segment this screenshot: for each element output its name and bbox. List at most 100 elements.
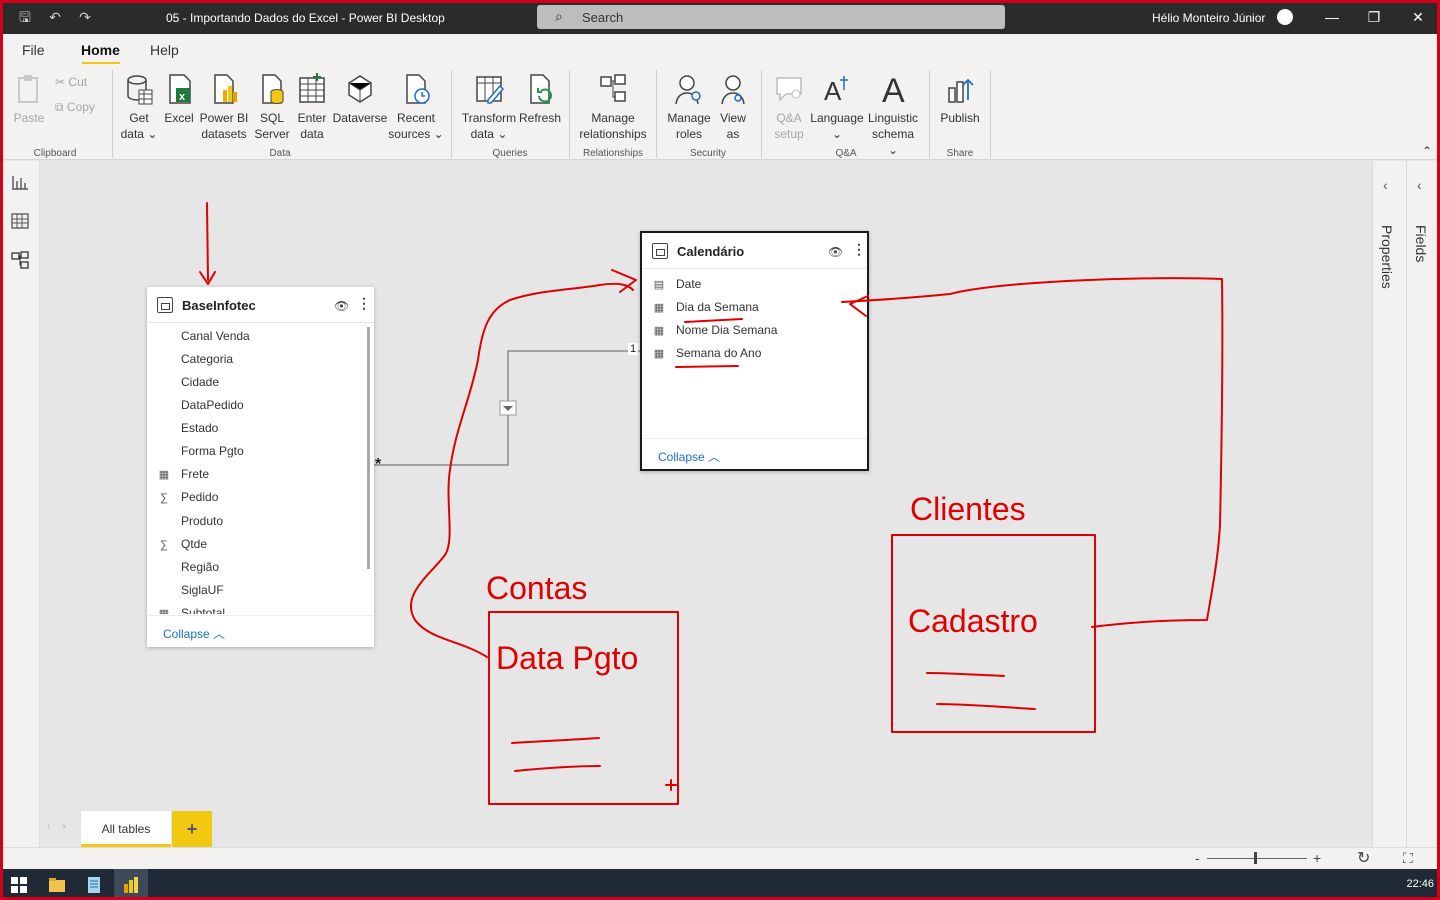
table-card-baseinfotec[interactable]: BaseInfotec 👁 ⋮ Canal Venda Categoria Ci… (147, 287, 374, 647)
group-data: Data (269, 148, 291, 159)
tab-help[interactable]: Help (150, 42, 179, 58)
report-view-icon[interactable] (11, 173, 29, 191)
field-item[interactable]: DataPedido (157, 396, 244, 414)
relationship-many-marker: * (375, 456, 382, 473)
model-canvas[interactable]: * 1 BaseInfotec 👁 ⋮ Canal Venda Categori… (41, 161, 1372, 809)
dataverse-button[interactable]: Dataverse (332, 72, 388, 126)
collapse-ribbon-icon[interactable]: ⌃ (1421, 144, 1432, 158)
field-item[interactable]: Canal Venda (157, 327, 250, 345)
add-layout-button[interactable]: + (172, 811, 212, 847)
cut-button[interactable]: ✂ Cut (55, 75, 87, 89)
properties-label[interactable]: Properties (1379, 225, 1395, 289)
table-header[interactable]: BaseInfotec 👁 ⋮ (147, 287, 374, 323)
field-item[interactable]: Região (157, 558, 219, 576)
collapse-link[interactable]: Collapse ︿ (658, 448, 720, 465)
zoom-slider[interactable] (1207, 858, 1307, 859)
file-explorer-icon[interactable] (48, 876, 66, 894)
field-item[interactable]: Forma Pgto (157, 442, 244, 460)
field-item[interactable]: ▤Date (652, 275, 702, 293)
chevron-up-icon: ︿ (708, 450, 721, 464)
user-name[interactable]: Hélio Monteiro Júnior (1152, 11, 1266, 25)
search-box[interactable]: ⌕ Search (537, 5, 1005, 29)
field-item[interactable]: ▦Frete (157, 465, 209, 483)
visibility-icon[interactable]: 👁 (334, 299, 350, 313)
transform-icon (476, 76, 504, 104)
tab-all-tables[interactable]: All tables (81, 811, 171, 847)
field-item[interactable]: ▦Semana do Ano (652, 344, 762, 362)
scrollbar[interactable] (367, 327, 370, 569)
refresh-button[interactable]: Refresh (518, 72, 562, 126)
field-label: Pedido (181, 490, 219, 504)
dataverse-label: Dataverse (332, 111, 388, 125)
visibility-icon[interactable]: 👁 (828, 245, 844, 259)
manage-rel-label-2: relationships (579, 127, 647, 141)
relationship-one-marker: 1 (628, 343, 639, 355)
windows-start-icon[interactable] (10, 876, 28, 894)
calculated-column-icon: ▦ (653, 325, 665, 337)
excel-button[interactable]: x Excel (162, 72, 196, 126)
separator (761, 70, 762, 158)
properties-pane[interactable]: ‹ Properties (1372, 161, 1406, 847)
field-item[interactable]: Estado (157, 419, 218, 437)
cut-icon: ✂ (55, 75, 66, 89)
field-item[interactable]: Produto (157, 512, 223, 530)
reset-layout-icon[interactable]: ↻ (1357, 850, 1371, 867)
tab-scroll-arrows[interactable]: ‹› (47, 821, 78, 832)
zoom-out-button[interactable]: - (1195, 850, 1200, 866)
more-options-icon[interactable]: ⋮ (357, 295, 371, 311)
copy-icon: ⧉ (55, 100, 64, 114)
field-item[interactable]: ∑Pedido (157, 488, 218, 506)
table-card-calendario[interactable]: Calendário 👁 ⋮ ▤Date ▦Dia da Semana ▦ Nom… (640, 231, 869, 471)
undo-icon[interactable]: ↶ (49, 9, 61, 25)
data-view-icon[interactable] (11, 212, 29, 230)
chevron-left-icon[interactable]: ‹ (1383, 177, 1388, 193)
redo-icon[interactable]: ↷ (79, 9, 91, 25)
chevron-left-icon[interactable]: ‹ (1417, 177, 1422, 193)
minimize-icon[interactable]: — (1325, 9, 1339, 25)
language-button[interactable]: A Language⌄ (810, 72, 864, 142)
more-options-icon[interactable]: ⋮ (852, 241, 866, 257)
collapse-link[interactable]: Collapse ︿ (163, 625, 225, 642)
close-icon[interactable]: ✕ (1412, 9, 1424, 25)
language-icon: A (824, 76, 848, 106)
zoom-in-button[interactable]: + (1313, 850, 1322, 866)
field-item[interactable]: ▦Dia da Semana (652, 298, 759, 316)
fields-pane[interactable]: ‹ Fields (1406, 161, 1440, 847)
fields-label[interactable]: Fields (1413, 225, 1429, 263)
zoom-slider-handle[interactable] (1254, 852, 1257, 864)
table-name: BaseInfotec (182, 298, 256, 313)
model-view-icon[interactable] (11, 251, 29, 269)
field-item[interactable]: ∑Qtde (157, 535, 207, 553)
avatar[interactable] (1277, 9, 1293, 25)
paste-button[interactable]: Paste (12, 72, 46, 126)
field-item[interactable]: Categoria (157, 350, 233, 368)
field-item[interactable]: Cidade (157, 373, 219, 391)
copy-button[interactable]: ⧉ Copy (55, 100, 95, 115)
table-header[interactable]: Calendário 👁 ⋮ (642, 233, 867, 269)
field-label: Nome Dia Semana (676, 323, 778, 337)
get-data-label-1: Get (129, 111, 149, 125)
tab-file[interactable]: File (22, 42, 45, 58)
chevron-up-icon: ︿ (213, 627, 226, 641)
field-item[interactable]: ▦Subtotal (157, 604, 225, 614)
tab-home[interactable]: Home (81, 42, 120, 58)
active-taskbar-item[interactable] (114, 869, 148, 900)
field-item[interactable]: SiglaUF (157, 581, 224, 599)
restore-icon[interactable]: ❐ (1367, 9, 1381, 25)
field-item[interactable]: ▦ Nome Dia Semana (652, 321, 778, 339)
publish-button[interactable]: Publish (936, 72, 984, 126)
fit-to-screen-icon[interactable]: ⛶ (1403, 850, 1413, 866)
notepad-icon[interactable] (85, 876, 103, 894)
save-icon[interactable]: 🖫 (19, 9, 31, 25)
